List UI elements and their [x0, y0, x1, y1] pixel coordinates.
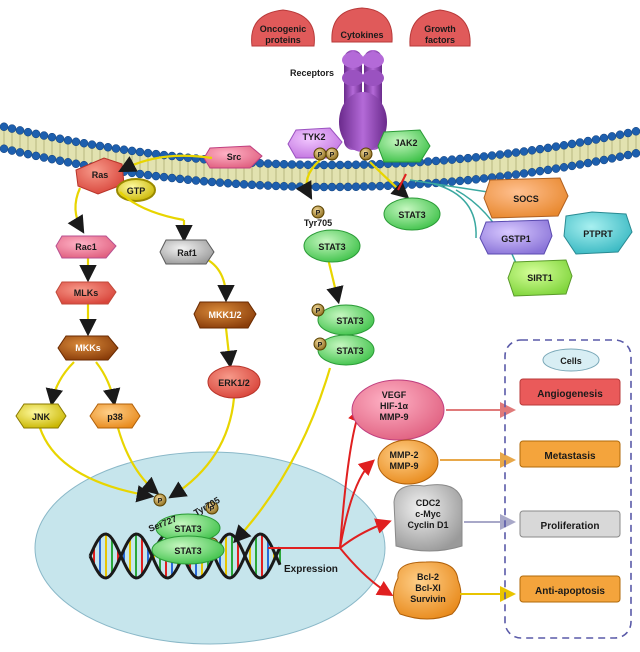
phospho-label: P: [316, 308, 321, 315]
gstp1-label: GSTP1: [501, 234, 531, 244]
mlks: MLKs: [55, 281, 117, 305]
stat3-dimer-bottom-label: STAT3: [336, 346, 363, 356]
sirt1-label: SIRT1: [527, 273, 553, 283]
erk12: ERK1/2: [207, 365, 261, 399]
cytokines: Cytokines: [331, 7, 393, 43]
rac1: Rac1: [55, 235, 117, 259]
receptors-label: Receptors: [290, 68, 334, 78]
gtp: GTP: [116, 178, 156, 202]
phospho-circle: [325, 147, 339, 161]
phospho-label: P: [318, 152, 323, 159]
phospho-circle: [311, 303, 325, 317]
rac1-label: Rac1: [75, 242, 97, 252]
p38-label: p38: [107, 412, 123, 422]
erk12-label: ERK1/2: [218, 378, 250, 388]
jnk-label: JNK: [32, 412, 51, 422]
cells-title: Cells: [560, 356, 582, 366]
ptprt-label: PTPRT: [583, 229, 613, 239]
stat3-dimer-top-label: STAT3: [336, 316, 363, 326]
outcome-metastasis: Metastasis: [519, 440, 621, 468]
outcome-proliferation-label: Proliferation: [541, 521, 600, 532]
outcome-angiogenesis: Angiogenesis: [519, 378, 621, 406]
tyr705-label: Tyr705: [304, 218, 332, 228]
mkks-label: MKKs: [75, 343, 101, 353]
signaling-arrows: [38, 154, 410, 544]
stat3-dimer: STAT3 STAT3: [317, 304, 375, 366]
receptor: [339, 50, 387, 152]
outcome-anti-apoptosis-label: Anti-apoptosis: [535, 586, 605, 597]
phospho-circle: [311, 205, 325, 219]
phospho-label: P: [330, 152, 335, 159]
nuclear-stat3-top-label: STAT3: [174, 524, 201, 534]
phospho-circle: [205, 501, 219, 515]
stat3-jak2: STAT3: [383, 197, 441, 231]
jak2-label: JAK2: [394, 138, 417, 148]
socs: SOCS: [483, 177, 569, 219]
cytokines-label: Cytokines: [340, 30, 383, 40]
stat3-tyr705: Tyr705 STAT3: [303, 218, 361, 263]
src: Src: [203, 145, 263, 169]
socs-label: SOCS: [513, 194, 539, 204]
outcome-proliferation: Proliferation: [519, 510, 621, 538]
sirt1: SIRT1: [507, 259, 573, 297]
raf1-label: Raf1: [177, 248, 197, 258]
p38: p38: [89, 403, 141, 429]
src-label: Src: [227, 152, 242, 162]
nuclear-stat3-complex: STAT3 STAT3 Ser727 Tyr705: [147, 495, 225, 565]
outcome-anti-apoptosis: Anti-apoptosis: [519, 575, 621, 603]
mlks-label: MLKs: [74, 288, 99, 298]
mkks: MKKs: [57, 335, 119, 361]
phospho-circle: [153, 493, 167, 507]
cells-badge: [542, 348, 600, 372]
nuclear-stat3-bottom-label: STAT3: [174, 546, 201, 556]
phospho-label: P: [210, 506, 215, 513]
phospho-circle: [359, 147, 373, 161]
tyk2-label: TYK2: [302, 132, 325, 142]
raf1: Raf1: [159, 239, 215, 265]
outcome-arrows: [440, 402, 516, 602]
stat3-label: STAT3: [318, 242, 345, 252]
stat3-jak2-label: STAT3: [398, 210, 425, 220]
phospho-label: P: [364, 152, 369, 159]
mkk12: MKK1/2: [193, 301, 257, 329]
ptprt: PTPRT: [563, 211, 633, 255]
phospho-label: P: [318, 342, 323, 349]
mkk12-label: MKK1/2: [208, 310, 241, 320]
jnk: JNK: [15, 403, 67, 429]
ras-label: Ras: [92, 170, 109, 180]
phospho-label: P: [316, 210, 321, 217]
cell-membrane: [0, 122, 640, 192]
phospho-circle: [313, 337, 327, 351]
outcome-angiogenesis-label: Angiogenesis: [537, 389, 603, 400]
phospho-label: P: [158, 498, 163, 505]
gtp-label: GTP: [127, 186, 146, 196]
jak2: JAK2: [377, 129, 431, 163]
expression-label: Expression: [284, 564, 338, 575]
cells-panel: [504, 339, 632, 639]
outcome-metastasis-label: Metastasis: [544, 451, 596, 462]
gstp1: GSTP1: [479, 219, 553, 255]
